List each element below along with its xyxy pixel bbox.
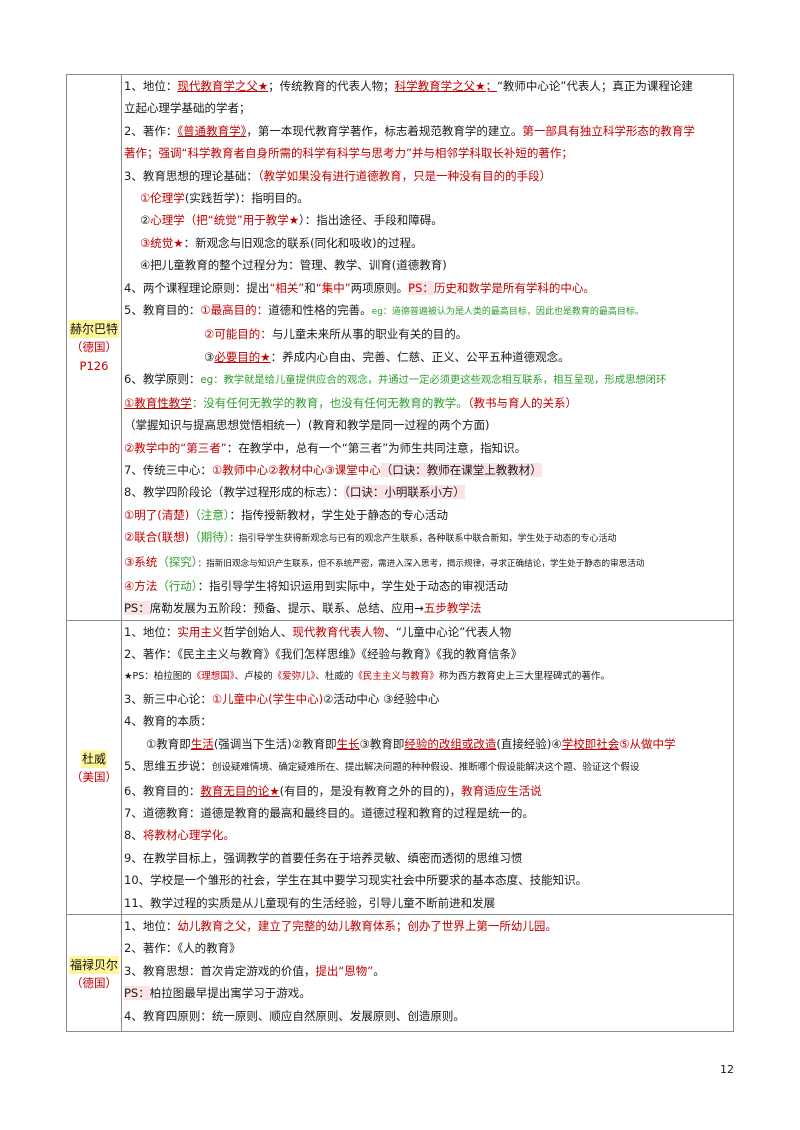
herbart-name: 赫尔巴特: [68, 320, 119, 339]
herbart-line: （掌握知识与提高思想觉悟相统一）(教育和教学是同一过程的两个方面): [124, 418, 490, 433]
dewey-content: 1、地位：实用主义哲学创始人、现代教育代表人物、“儿童中心论”代表人物 2、著作…: [121, 619, 734, 916]
dewey-line: 1、地位：实用主义哲学创始人、现代教育代表人物、“儿童中心论”代表人物: [124, 624, 512, 639]
dewey-line: 4、教育的本质：: [124, 714, 212, 729]
herbart-line: ③系统（探究）：指新旧观念与知识产生联系，但不系统严密，需进入深入思考，揭示规律…: [124, 554, 645, 569]
herbart-line: ②教学中的“第三者”：在教学中，总有一个“第三者”为师生共同注意，指知识。: [124, 440, 527, 455]
dewey-line: 3、新三中心论：①儿童中心(学生中心)②活动中心 ③经验中心: [124, 691, 440, 706]
froebel-name: 福禄贝尔: [68, 955, 119, 974]
herbart-line: 5、教育目的：①最高目的：道德和性格的完善。eg：道德普遍被认为是人类的最高目标…: [124, 303, 644, 318]
herbart-line: ②心理学（把“统觉”用于教学★）：指出途径、手段和障碍。: [140, 213, 443, 228]
dewey-line: ①教育即生活(强调当下生活)②教育即生长③教育即经验的改组或改造(直接经验)④学…: [146, 736, 676, 751]
page-number: 12: [720, 1063, 734, 1076]
dewey-line: 2、著作：《民主主义与教育》《我们怎样思维》《经验与教育》《我的教育信条》: [124, 647, 523, 662]
herbart-line: 1、地位：现代教育学之父★；传统教育的代表人物；科学教育学之父★；“教师中心论”…: [124, 79, 693, 93]
froebel-content: 1、地位：幼儿教育之父，建立了完整的幼儿教育体系；创办了世界上第一所幼儿园。 2…: [121, 914, 734, 1033]
herbart-line: ③统觉★：新观念与旧观念的联系(同化和吸收)的过程。: [140, 235, 423, 250]
dewey-line: 5、思维五步说：创设疑难情境、确定疑难所在、提出解决问题的种种假设、推断哪个假设…: [124, 759, 640, 774]
dewey-country: （美国）: [71, 769, 117, 784]
dewey-line: 8、将教材心理学化。: [124, 828, 235, 843]
herbart-line: 立起心理学基础的学者；: [124, 101, 251, 116]
row-herbart: 赫尔巴特 （德国） P126 1、地位：现代教育学之父★；传统教育的代表人物；科…: [66, 74, 734, 621]
froebel-name-cell: 福禄贝尔 （德国）: [66, 914, 122, 1033]
froebel-line: 1、地位：幼儿教育之父，建立了完整的幼儿教育体系；创办了世界上第一所幼儿园。: [124, 919, 557, 934]
herbart-line: 4、两个课程理论原则：提出“相关”和“集中”两项原则。PS：历史和数学是所有学科…: [124, 280, 595, 295]
froebel-country: （德国）: [71, 975, 117, 990]
herbart-line: PS：席勒发展为五阶段：预备、提示、联系、总结、应用→五步教学法: [124, 601, 482, 616]
dewey-name: 杜威: [80, 749, 107, 768]
herbart-line: 6、教学原则：eg：教学就是给儿童提供应合的观念，并通过一定必须更这些观念相互联…: [124, 372, 667, 387]
herbart-line: ②可能目的：与儿童未来所从事的职业有关的目的。: [204, 327, 468, 342]
dewey-line: 10、学校是一个雏形的社会，学生在其中要学习现实社会中所要求的基本态度、技能知识…: [124, 873, 588, 888]
herbart-line: 2、著作：《普通教育学》，第一本现代教育学著作，标志着规范教育学的建立。第一部具…: [124, 123, 695, 138]
row-dewey: 杜威 （美国） 1、地位：实用主义哲学创始人、现代教育代表人物、“儿童中心论”代…: [66, 619, 734, 916]
herbart-line: ①明了(清楚)（注意）：指传授新教材，学生处于静态的专心活动: [124, 507, 449, 522]
herbart-line: 著作；强调“科学教育者自身所需的科学有科学与思考力”并与相邻学科取长补短的著作；: [124, 146, 573, 161]
dewey-line: 7、道德教育：道德是教育的最高和最终目的。道德过程和教育的过程是统一的。: [124, 806, 534, 820]
herbart-page-ref: P126: [79, 359, 109, 374]
herbart-line: ①伦理学(实践哲学)：指明目的。: [140, 191, 309, 206]
herbart-line: ①教育性教学：没有任何无教学的教育，也没有任何无教育的教学。（教书与育人的关系）: [124, 395, 578, 410]
herbart-line: ④把儿童教育的整个过程分为：管理、教学、训育(道德教育): [140, 258, 447, 273]
row-froebel: 福禄贝尔 （德国） 1、地位：幼儿教育之父，建立了完整的幼儿教育体系；创办了世界…: [66, 914, 734, 1033]
froebel-line: 3、教育思想：首次肯定游戏的价值，提出“恩物”。: [124, 963, 385, 978]
dewey-line: ★PS：柏拉图的《理想国》、卢梭的《爱弥儿》、杜威的《民主主义与教育》称为西方教…: [124, 670, 610, 682]
froebel-line: PS：柏拉图最早提出寓学习于游戏。: [124, 986, 311, 1001]
herbart-line: 3、教育思想的理论基础：（教学如果没有进行道德教育，只是一种没有目的的手段）: [124, 168, 552, 183]
herbart-line: ②联合(联想)（期待）：指引导学生获得新观念与已有的观念产生联系，各种联系中联合…: [124, 530, 617, 545]
herbart-content: 1、地位：现代教育学之父★；传统教育的代表人物；科学教育学之父★；“教师中心论”…: [121, 74, 734, 621]
herbart-line: ④方法（行动）：指引导学生将知识运用到实际中，学生处于动态的审视活动: [124, 578, 509, 593]
herbart-line: 8、教学四阶段论（教学过程形成的标志）：（口诀：小明联系小方）: [124, 485, 465, 500]
froebel-line: 4、教育四原则：统一原则、顺应自然原则、发展原则、创造原则。: [124, 1008, 465, 1023]
dewey-line: 6、教育目的：教育无目的论★(有目的，是没有教育之外的目的)，教育适应生活说: [124, 783, 542, 798]
herbart-name-cell: 赫尔巴特 （德国） P126: [66, 74, 122, 621]
herbart-country: （德国）: [71, 340, 117, 355]
herbart-line: 7、传统三中心：①教师中心②教材中心③课堂中心（口诀：教师在课堂上教教材）: [124, 462, 542, 477]
educators-table: 赫尔巴特 （德国） P126 1、地位：现代教育学之父★；传统教育的代表人物；科…: [66, 74, 734, 1033]
dewey-line: 11、教学过程的实质是从儿童现有的生活经验，引导儿童不断前进和发展: [124, 895, 496, 910]
dewey-name-cell: 杜威 （美国）: [66, 619, 122, 916]
dewey-line: 9、在教学目标上，强调教学的首要任务在于培养灵敏、缜密而透彻的思维习惯: [124, 850, 523, 865]
herbart-line: ③必要目的★：养成内心自由、完善、仁慈、正义、公平五种道德观念。: [204, 349, 570, 364]
froebel-line: 2、著作：《人的教育》: [124, 941, 241, 956]
